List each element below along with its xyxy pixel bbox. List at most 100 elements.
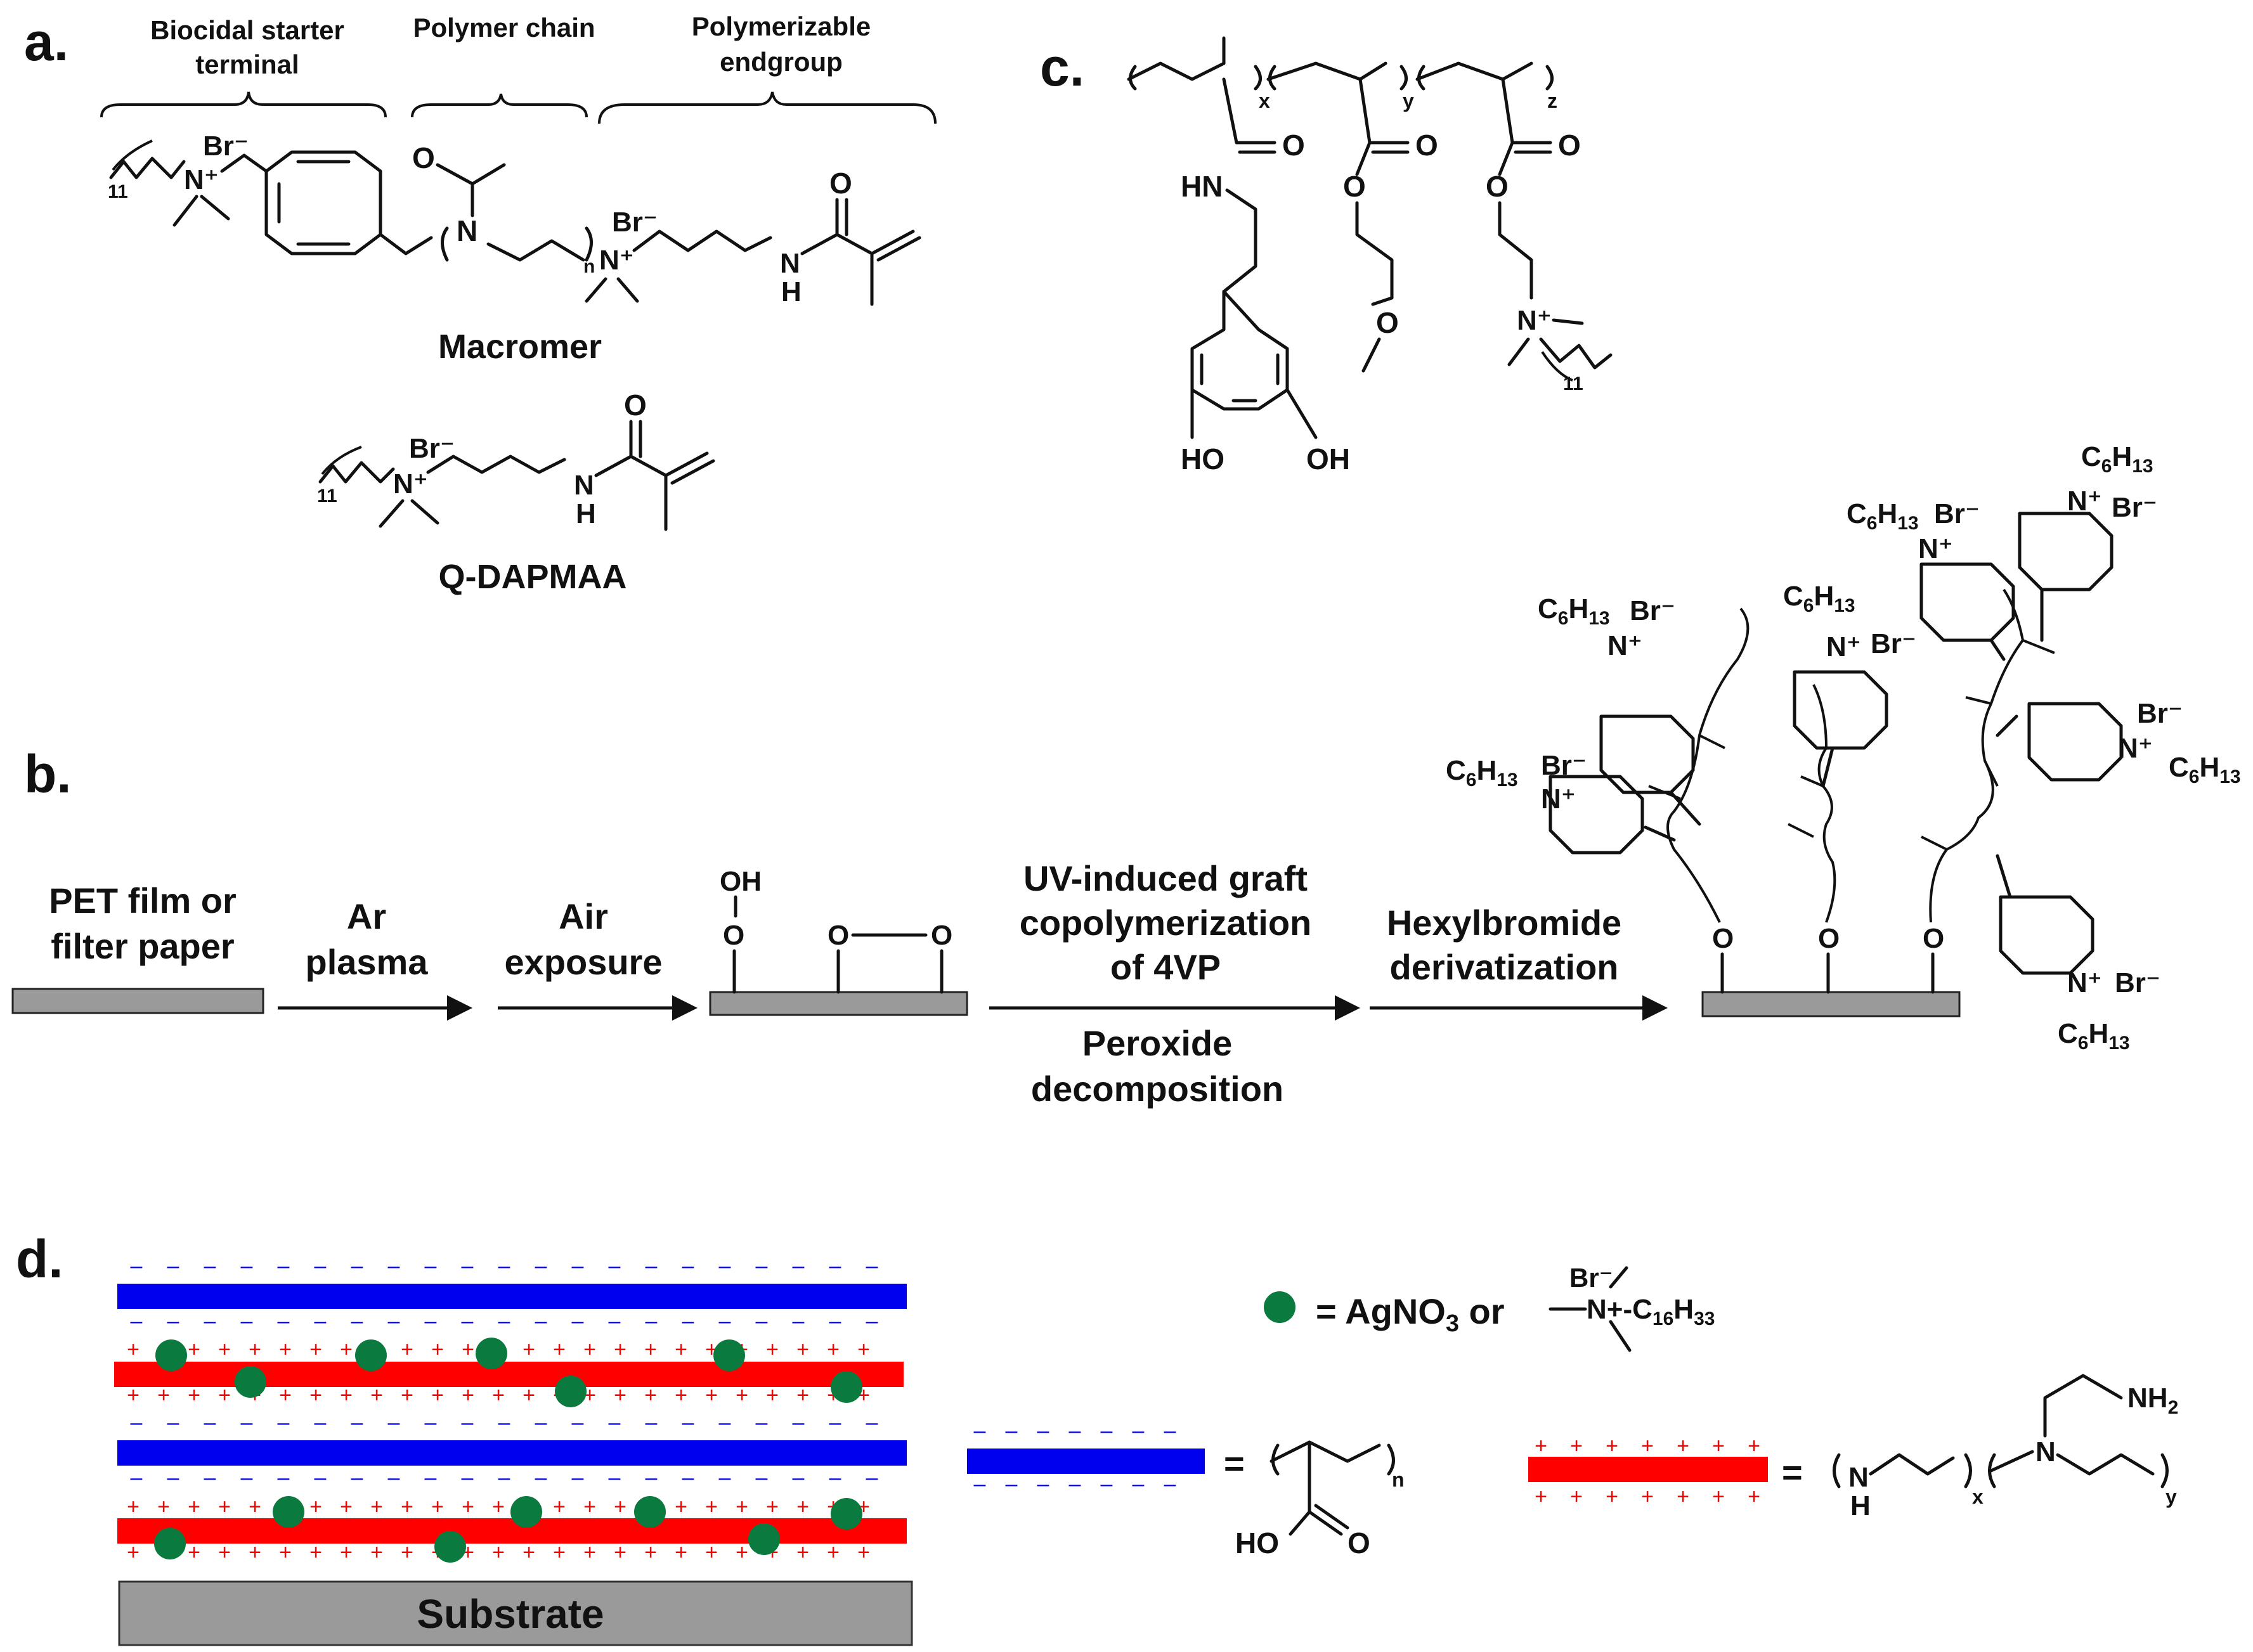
b-graft-o-1: O xyxy=(1712,923,1734,954)
layer-red-2 xyxy=(117,1518,907,1544)
plus-sign: + xyxy=(309,1338,322,1362)
pyr-label-1: C6H13 xyxy=(1446,755,1518,791)
c-oh: OH xyxy=(1306,442,1350,475)
panel-a-label: a. xyxy=(24,12,68,72)
legend-minus-sign: – xyxy=(1037,1472,1049,1496)
panel-d-label: d. xyxy=(16,1229,63,1289)
pyr-br-1: Br⁻ xyxy=(1541,750,1587,781)
minus-sign: – xyxy=(315,1410,327,1435)
plus-sign: + xyxy=(127,1540,140,1565)
plus-sign: + xyxy=(340,1540,353,1565)
legend-plus-sign: + xyxy=(1677,1434,1689,1458)
minus-sign: – xyxy=(719,1309,731,1333)
plus-sign: + xyxy=(309,1383,322,1407)
pyr-n-5: N⁺ xyxy=(2067,486,2102,517)
plus-sign: + xyxy=(583,1495,596,1519)
minus-sign: – xyxy=(682,1309,694,1333)
c-sub-y: y xyxy=(1403,89,1414,112)
plus-sign: + xyxy=(218,1495,231,1519)
c-hn: HN xyxy=(1181,170,1223,203)
pyr-label-5: C6H13 xyxy=(2081,441,2153,477)
minus-sign: – xyxy=(756,1466,768,1490)
minus-sign: – xyxy=(829,1309,841,1333)
plus-sign: + xyxy=(401,1383,413,1407)
legend-red-layer xyxy=(1528,1457,1768,1482)
legend-minus-sign: – xyxy=(1164,1419,1176,1443)
legend-green-dot xyxy=(1264,1291,1295,1323)
minus-sign: – xyxy=(241,1254,253,1278)
plus-sign: + xyxy=(766,1383,779,1407)
pyr-label-4: C6H13 xyxy=(1847,498,1919,534)
minus-sign: – xyxy=(131,1410,143,1435)
b-step3-line3: of 4VP xyxy=(1110,947,1221,987)
legend-dot-text: = AgNO3 or xyxy=(1316,1291,1505,1337)
legend-minus-sign: – xyxy=(1101,1472,1113,1496)
minus-sign: – xyxy=(829,1466,841,1490)
qdapmaa-nh-h: H xyxy=(576,498,596,529)
minus-sign: – xyxy=(241,1309,253,1333)
c-o-ester-z1: O xyxy=(1558,129,1581,162)
minus-sign: – xyxy=(646,1410,658,1435)
c-n-plus: N⁺ xyxy=(1517,305,1552,336)
b-step4-line1: Hexylbromide xyxy=(1387,903,1621,943)
pyr-br-6: Br⁻ xyxy=(2137,698,2183,729)
minus-sign: – xyxy=(278,1254,290,1278)
legend-pei-y: y xyxy=(2165,1485,2177,1508)
qdapmaa-name: Q-DAPMAA xyxy=(439,558,627,596)
legend-quat: N+-C16H33 xyxy=(1587,1294,1715,1329)
plus-sign: + xyxy=(614,1338,627,1362)
plus-sign: + xyxy=(614,1540,627,1565)
pyr-br-7: Br⁻ xyxy=(2115,967,2160,998)
minus-sign: – xyxy=(204,1410,216,1435)
plus-sign: + xyxy=(583,1540,596,1565)
panel-d: d. –––––––––––––––––––––––––––––––––––––… xyxy=(16,1229,2178,1646)
plus-sign: + xyxy=(614,1383,627,1407)
silver-dot xyxy=(355,1339,387,1371)
minus-sign: – xyxy=(829,1410,841,1435)
minus-sign: – xyxy=(609,1309,621,1333)
legend-minus-sign: – xyxy=(1164,1472,1176,1496)
plus-sign: + xyxy=(705,1495,718,1519)
minus-sign: – xyxy=(278,1309,290,1333)
plus-sign: + xyxy=(218,1338,231,1362)
plus-sign: + xyxy=(492,1383,505,1407)
c-o-amide: O xyxy=(1282,129,1305,162)
minus-sign: – xyxy=(204,1309,216,1333)
minus-sign: – xyxy=(756,1254,768,1278)
macromer-nh-n: N xyxy=(780,248,800,279)
plus-sign: + xyxy=(857,1540,870,1565)
legend-minus-sign: – xyxy=(1006,1472,1018,1496)
pyridinium-labels: C6H13 Br⁻ N⁺ C6H13 Br⁻ N⁺ C6H13 N⁺ Br⁻ C… xyxy=(1446,441,2241,1054)
minus-sign: – xyxy=(131,1254,143,1278)
minus-sign: – xyxy=(425,1466,437,1490)
plus-sign: + xyxy=(249,1495,261,1519)
macromer-n-plus-2: N⁺ xyxy=(599,245,634,276)
plus-sign: + xyxy=(340,1383,353,1407)
plus-sign: + xyxy=(218,1540,231,1565)
plus-sign: + xyxy=(766,1338,779,1362)
c-o-ester-y1: O xyxy=(1415,129,1438,162)
b-oh: OH xyxy=(720,866,762,897)
minus-sign: – xyxy=(167,1254,179,1278)
legend-minus-sign: – xyxy=(1133,1472,1145,1496)
minus-sign: – xyxy=(609,1466,621,1490)
pyr-n-1: N⁺ xyxy=(1541,784,1576,815)
minus-sign: – xyxy=(866,1410,878,1435)
plus-sign: + xyxy=(827,1338,840,1362)
c-sub-11: 11 xyxy=(1563,373,1583,394)
minus-sign: – xyxy=(204,1254,216,1278)
plus-sign: + xyxy=(401,1338,413,1362)
minus-sign: – xyxy=(866,1466,878,1490)
plus-sign: + xyxy=(644,1338,657,1362)
pyr-n-4: N⁺ xyxy=(1918,533,1953,564)
pyr-br-5: Br⁻ xyxy=(2112,492,2157,523)
legend-pei-nh2: NH2 xyxy=(2127,1383,2178,1418)
plus-sign: + xyxy=(431,1495,444,1519)
minus-sign: – xyxy=(498,1254,510,1278)
plus-sign: + xyxy=(766,1495,779,1519)
pyr-label-2: C6H13 xyxy=(1538,593,1610,629)
minus-sign: – xyxy=(535,1254,547,1278)
macromer-sub-n: n xyxy=(583,256,595,277)
legend-plus-sign: + xyxy=(1712,1485,1725,1509)
minus-sign: – xyxy=(167,1309,179,1333)
